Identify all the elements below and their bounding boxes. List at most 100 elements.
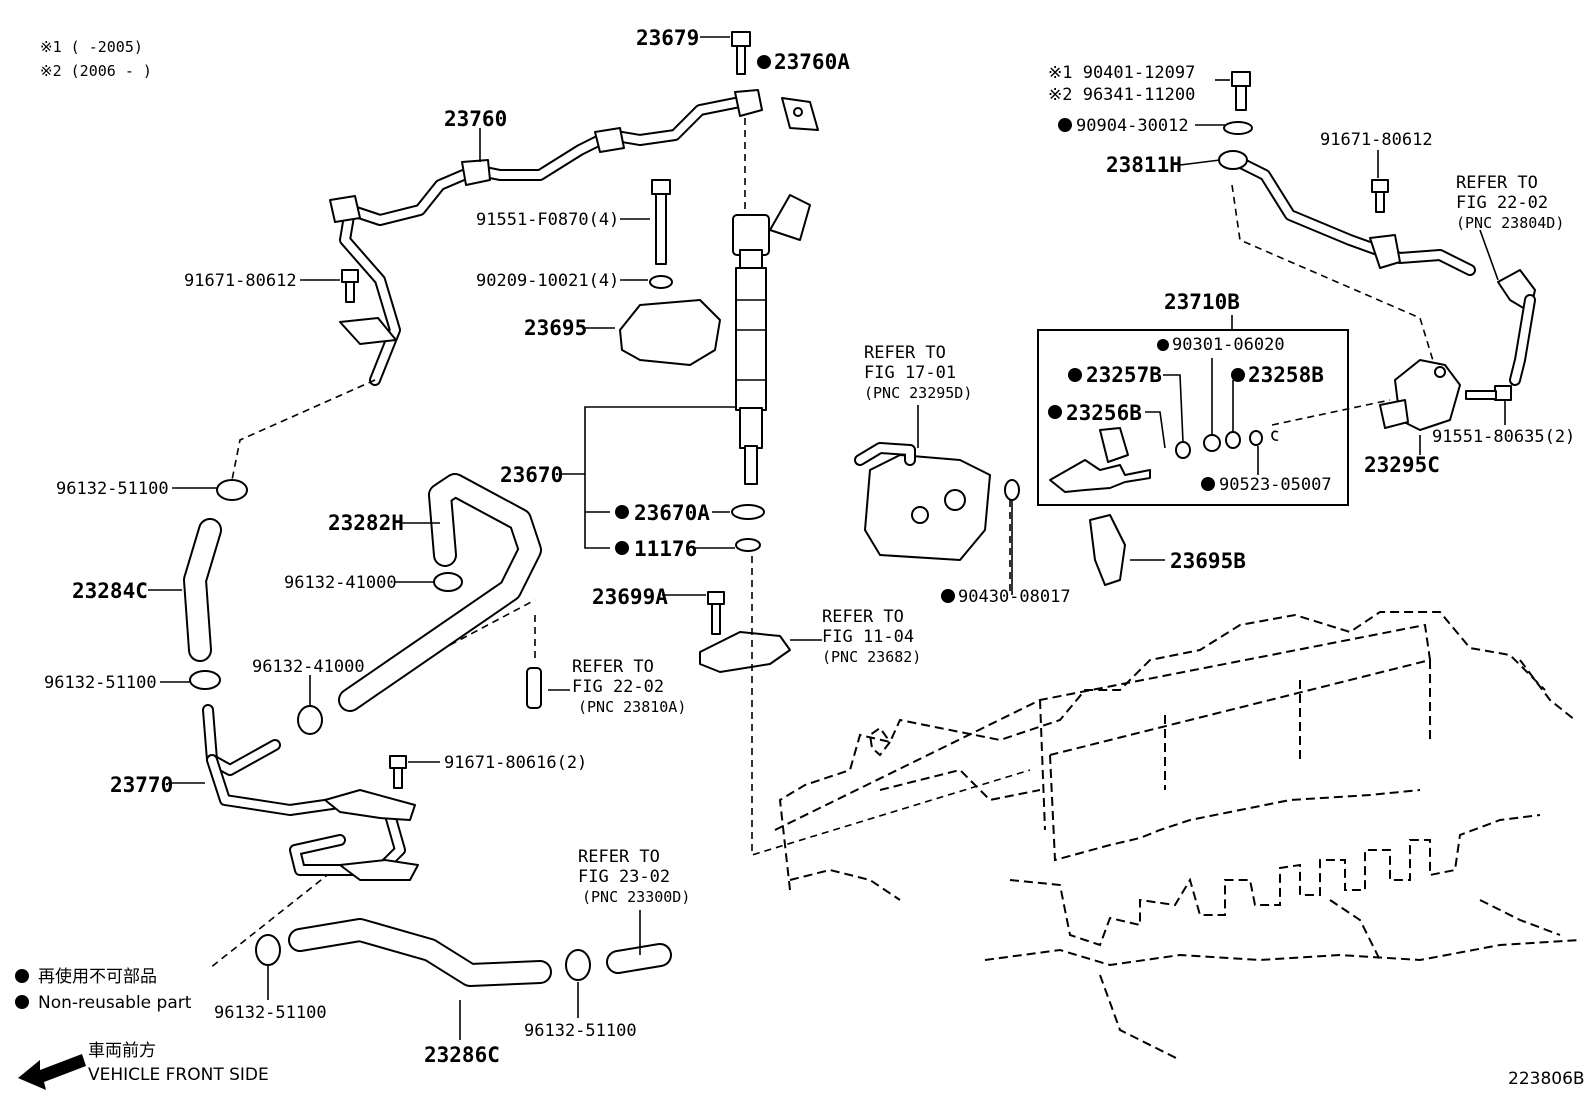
clamp-96132-41000-b [297, 705, 323, 735]
clamp-96132-51100-d [565, 949, 591, 981]
ref-23804D: REFER TO FIG 22-02 (PNC 23804D) [1456, 173, 1564, 232]
pipe-23804D [1497, 269, 1536, 386]
gasket-11176 [735, 538, 761, 552]
legend-en: Non-reusable part [38, 993, 192, 1013]
gasket-90430 [1004, 479, 1020, 501]
bolt-23699A [707, 591, 725, 635]
label-91551-F0870: 91551-F0870(4) [476, 210, 619, 230]
fuel-pump-housing [854, 442, 991, 561]
svg-text:(PNC 23810A): (PNC 23810A) [578, 698, 686, 716]
label-90523-05007: 90523-05007 [1219, 475, 1332, 495]
svg-text:FIG 17-01: FIG 17-01 [864, 363, 956, 383]
label-96132-41000-a: 96132-41000 [284, 573, 397, 593]
non-reusable-markers [15, 55, 1245, 1009]
front-label-en: VEHICLE FRONT SIDE [88, 1065, 269, 1085]
label-23699A: 23699A [592, 585, 668, 609]
ref-23295D: REFER TO FIG 17-01 (PNC 23295D) [864, 343, 972, 402]
bolt-90401-12097 [1231, 71, 1251, 111]
label-23811H: 23811H [1106, 153, 1182, 177]
label-90301-06020: 90301-06020 [1172, 335, 1285, 355]
label-96132-41000-b: 96132-41000 [252, 657, 365, 677]
label-23670A: 23670A [634, 501, 710, 525]
label-23257B: 23257B [1086, 363, 1162, 387]
svg-text:FIG 11-04: FIG 11-04 [822, 627, 914, 647]
label-90401-12097: ※1 90401-12097 [1048, 63, 1195, 83]
figure-id: 223806B [1508, 1069, 1585, 1089]
label-91671-80612-right: 91671-80612 [1320, 130, 1433, 150]
ref-23810A: REFER TO FIG 22-02 (PNC 23810A) [572, 657, 686, 716]
ref-23682: REFER TO FIG 11-04 (PNC 23682) [822, 607, 921, 666]
sensor-23695B [1089, 514, 1126, 586]
label-23760: 23760 [444, 107, 507, 131]
gasket-90904 [1223, 121, 1253, 135]
fuel-injector [732, 194, 811, 485]
label-23679: 23679 [636, 26, 699, 50]
svg-text:REFER TO: REFER TO [572, 657, 654, 677]
label-23695: 23695 [524, 316, 587, 340]
label-23760A: 23760A [774, 50, 850, 74]
label-96341-11200: ※2 96341-11200 [1048, 85, 1195, 105]
label-23770: 23770 [110, 773, 173, 797]
svg-text:REFER TO: REFER TO [578, 847, 660, 867]
ref-23300D: REFER TO FIG 23-02 (PNC 23300D) [578, 847, 690, 906]
svg-text:(PNC 23804D): (PNC 23804D) [1456, 214, 1564, 232]
label-23710B: 23710B [1164, 290, 1240, 314]
label-96132-51100-b: 96132-51100 [44, 673, 157, 693]
label-90904-30012: 90904-30012 [1076, 116, 1189, 136]
clamp-96132-51100-b [189, 670, 221, 690]
label-96132-51100-a: 96132-51100 [56, 479, 169, 499]
pipe-stub-23810A [526, 667, 542, 709]
svg-text:REFER TO: REFER TO [1456, 173, 1538, 193]
bracket-23760A [781, 97, 819, 131]
label-91671-80612-left: 91671-80612 [184, 271, 297, 291]
label-23695B: 23695B [1170, 549, 1246, 573]
label-23670: 23670 [500, 463, 563, 487]
label-11176: 11176 [634, 537, 697, 561]
bolt-91671-80612-right [1371, 179, 1389, 213]
bolt-91551-F0870 [651, 179, 671, 265]
clamp-96132-51100-c [255, 934, 281, 966]
pipe-23770 [202, 704, 419, 881]
label-91551-80635: 91551-80635(2) [1432, 427, 1575, 447]
label-96132-51100-d: 96132-51100 [524, 1021, 637, 1041]
label-23286C: 23286C [424, 1043, 500, 1067]
engine-outline [774, 611, 1581, 1061]
label-23284C: 23284C [72, 579, 148, 603]
bolt-91551-80635 [1465, 385, 1512, 401]
label-23295C: 23295C [1364, 453, 1440, 477]
front-label-jp: 車両前方 [88, 1041, 156, 1061]
label-90209-10021: 90209-10021(4) [476, 271, 619, 291]
assembly-lines [209, 118, 1446, 969]
svg-text:REFER TO: REFER TO [864, 343, 946, 363]
bolt-91671-80616 [389, 755, 407, 789]
note-2: ※2 (2006 - ) [40, 62, 152, 80]
note-1: ※1 ( -2005) [40, 38, 143, 56]
label-96132-51100-c: 96132-51100 [214, 1003, 327, 1023]
label-23258B: 23258B [1248, 363, 1324, 387]
label-23256B: 23256B [1066, 401, 1142, 425]
svg-text:(PNC 23295D): (PNC 23295D) [864, 384, 972, 402]
label-91671-80616: 91671-80616(2) [444, 753, 587, 773]
svg-text:(PNC 23682): (PNC 23682) [822, 648, 921, 666]
o-ring-23670A [731, 504, 765, 520]
kit-23710B [1037, 329, 1349, 506]
svg-text:REFER TO: REFER TO [822, 607, 904, 627]
pressure-limiter-23295C [1379, 359, 1461, 431]
clamp-96132-51100-a [216, 479, 248, 501]
legend-jp: 再使用不可部品 [38, 966, 157, 987]
leader-lines [148, 36, 1506, 1040]
pipe-23811H [1218, 150, 1476, 276]
svg-text:FIG 22-02: FIG 22-02 [1456, 193, 1548, 213]
washer-90209 [649, 275, 673, 289]
clamp-23695 [619, 299, 721, 366]
svg-text:FIG 23-02: FIG 23-02 [578, 867, 670, 887]
svg-text:(PNC 23300D): (PNC 23300D) [582, 888, 690, 906]
label-23282H: 23282H [328, 511, 404, 535]
bolt-23679 [731, 31, 751, 75]
front-arrow-icon [18, 1054, 86, 1090]
bolt-91671-80612-left [341, 269, 359, 303]
label-90430-08017: 90430-08017 [958, 587, 1071, 607]
clamp-plate [699, 631, 791, 673]
injection-pipe-23760 [329, 89, 763, 386]
